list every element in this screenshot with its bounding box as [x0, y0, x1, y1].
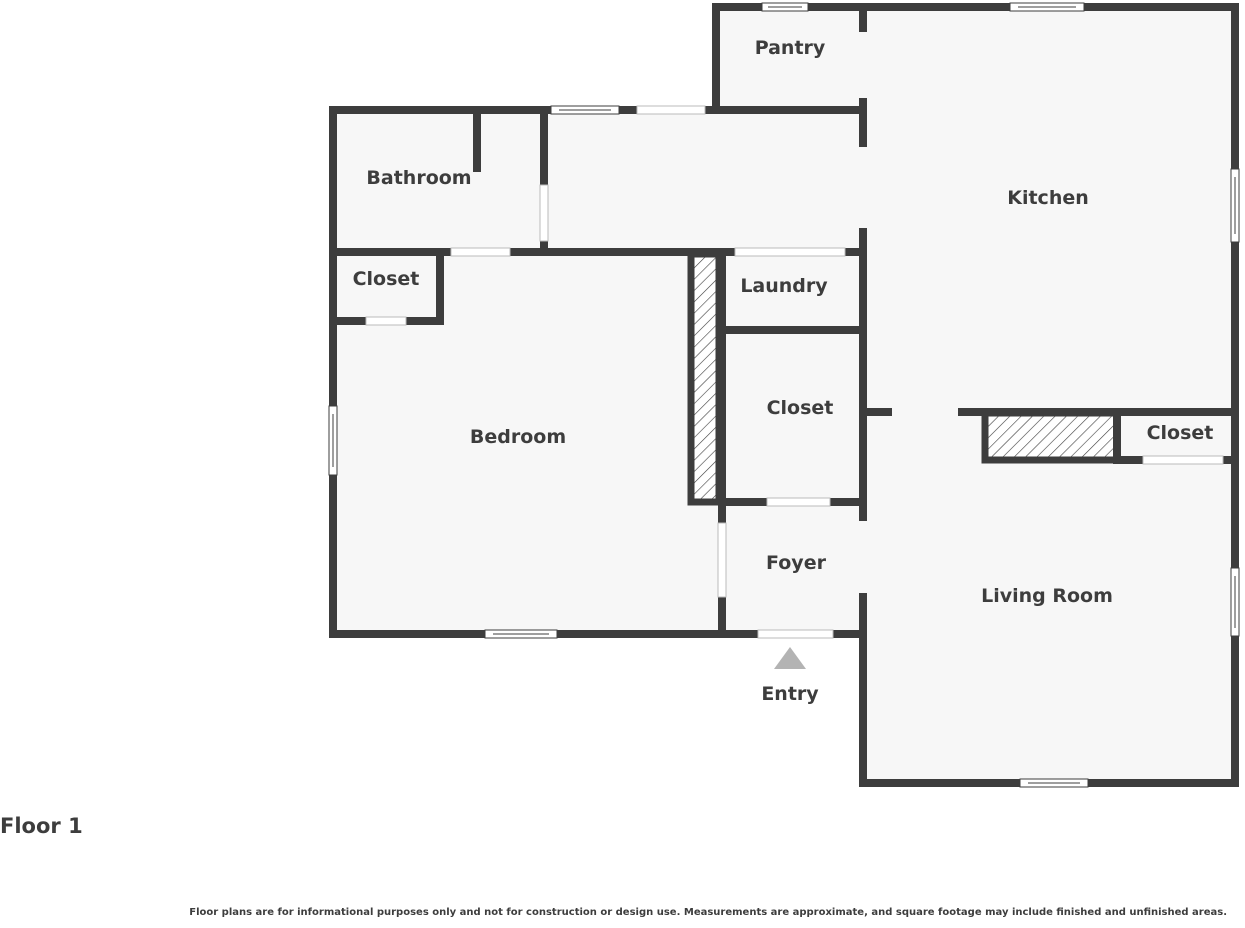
- window-living-bottom: [1019, 778, 1089, 788]
- window-kitchen-top: [1009, 2, 1085, 12]
- openings: [365, 105, 1224, 639]
- opening-entry-door: [757, 629, 834, 639]
- entry-label: Entry: [761, 683, 819, 705]
- opening-top-hall: [636, 105, 706, 115]
- window-hall-top: [550, 105, 620, 115]
- window-kitchen-right: [1230, 168, 1240, 243]
- room-label-foyer: Foyer: [766, 552, 827, 574]
- opening-closet-bottom: [365, 316, 407, 326]
- room-label-hall-closet: Closet: [767, 397, 834, 419]
- opening-bath-hall: [539, 184, 549, 242]
- room-label-living-room: Living Room: [981, 585, 1113, 607]
- room-label-living-closet: Closet: [1147, 422, 1214, 444]
- room-label-laundry: Laundry: [740, 275, 828, 297]
- room-label-kitchen: Kitchen: [1007, 187, 1089, 209]
- room-label-bedroom-closet: Closet: [353, 268, 420, 290]
- windows: [328, 2, 1240, 788]
- entry-arrow-icon: [774, 647, 806, 669]
- opening-bathroom-bottom: [450, 247, 511, 257]
- chimney-hatch-right: [981, 409, 1121, 464]
- room-label-bathroom: Bathroom: [366, 167, 471, 189]
- opening-living-closet: [1142, 455, 1224, 465]
- room-label-pantry: Pantry: [755, 37, 826, 59]
- opening-laundry-top: [734, 247, 846, 257]
- disclaimer-text: Floor plans are for informational purpos…: [189, 907, 1227, 918]
- opening-hall-closet-bottom: [766, 497, 831, 507]
- window-pantry-top: [761, 2, 809, 12]
- floor-title: Floor 1: [0, 814, 83, 838]
- window-bedroom-bottom: [484, 629, 558, 639]
- window-living-right: [1230, 567, 1240, 637]
- chimney-hatch-left: [687, 250, 723, 506]
- floor-fill: [333, 7, 1235, 783]
- room-label-bedroom: Bedroom: [470, 426, 566, 448]
- window-bedroom-left: [328, 405, 338, 476]
- opening-bedroom-foyer: [717, 522, 727, 598]
